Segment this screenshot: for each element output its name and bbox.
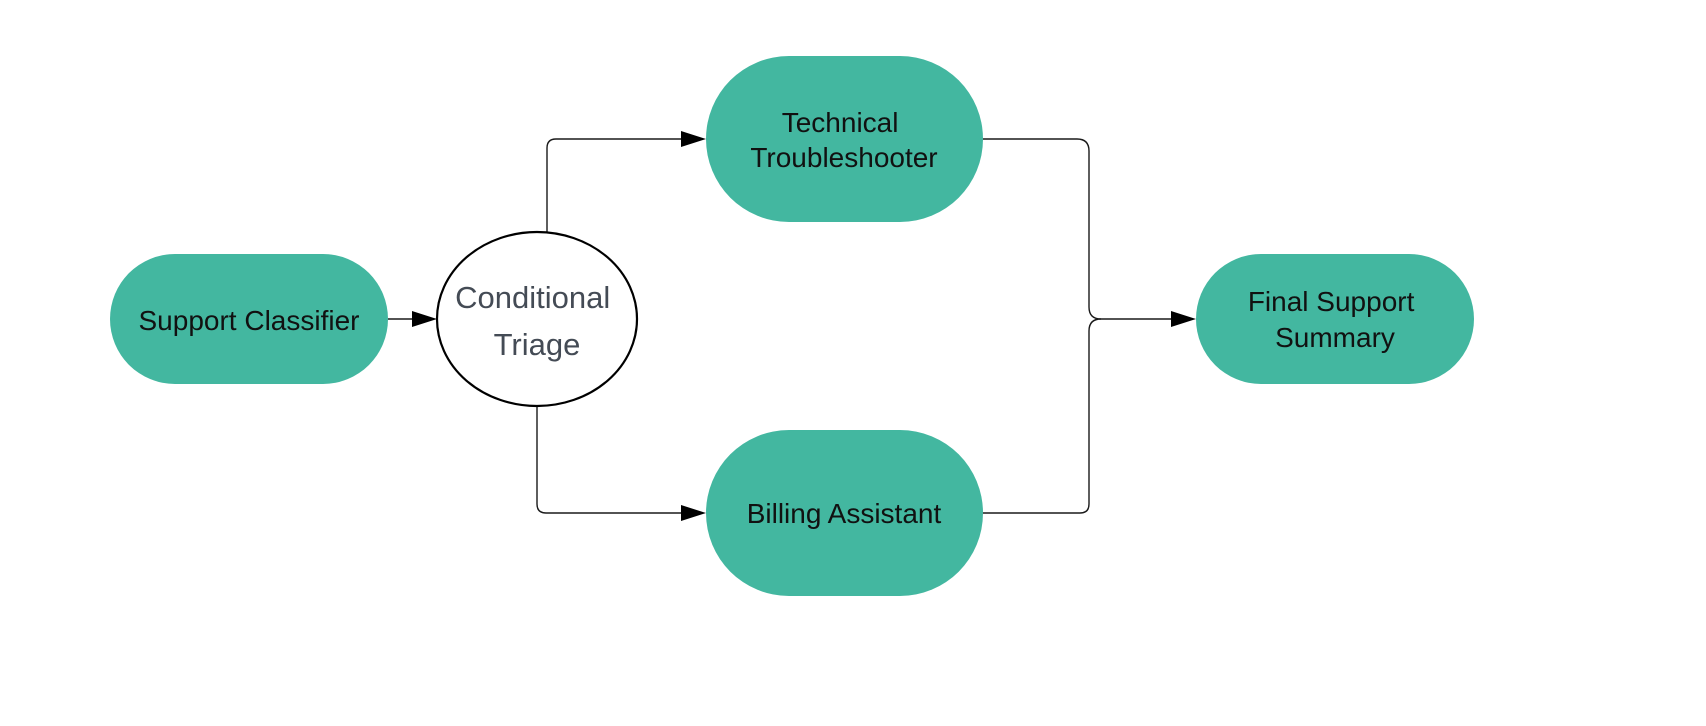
arrowhead-technical — [681, 131, 706, 147]
node-final-support-summary[interactable]: Final Support Summary — [1196, 254, 1474, 384]
node-billing-assistant[interactable]: Billing Assistant — [706, 430, 983, 596]
edge-triage-to-billing — [536, 406, 681, 514]
node-conditional-triage[interactable]: Conditional Triage — [435, 230, 639, 408]
node-shape — [706, 56, 983, 222]
node-label: Support Classifier — [139, 305, 360, 336]
node-support-classifier[interactable]: Support Classifier — [110, 254, 388, 384]
node-label: Technical Troubleshooter — [750, 107, 937, 173]
arrowhead-billing — [681, 505, 706, 521]
node-shape — [706, 430, 983, 596]
edges — [388, 131, 1196, 521]
node-label: Billing Assistant — [747, 498, 942, 529]
node-label: Conditional Triage — [455, 280, 619, 362]
edge-billing-to-summary — [983, 318, 1102, 514]
arrowhead-summary — [1171, 311, 1196, 327]
node-shape — [435, 230, 639, 408]
node-shape — [1196, 254, 1474, 384]
edge-technical-to-summary — [983, 138, 1171, 320]
nodes: Support Classifier Conditional Triage Te… — [110, 56, 1474, 596]
node-shape — [110, 254, 388, 384]
node-technical-troubleshooter[interactable]: Technical Troubleshooter — [706, 56, 983, 222]
edge-triage-to-technical — [546, 138, 681, 233]
arrowhead-triage — [412, 311, 437, 327]
node-label: Final Support Summary — [1248, 286, 1422, 353]
